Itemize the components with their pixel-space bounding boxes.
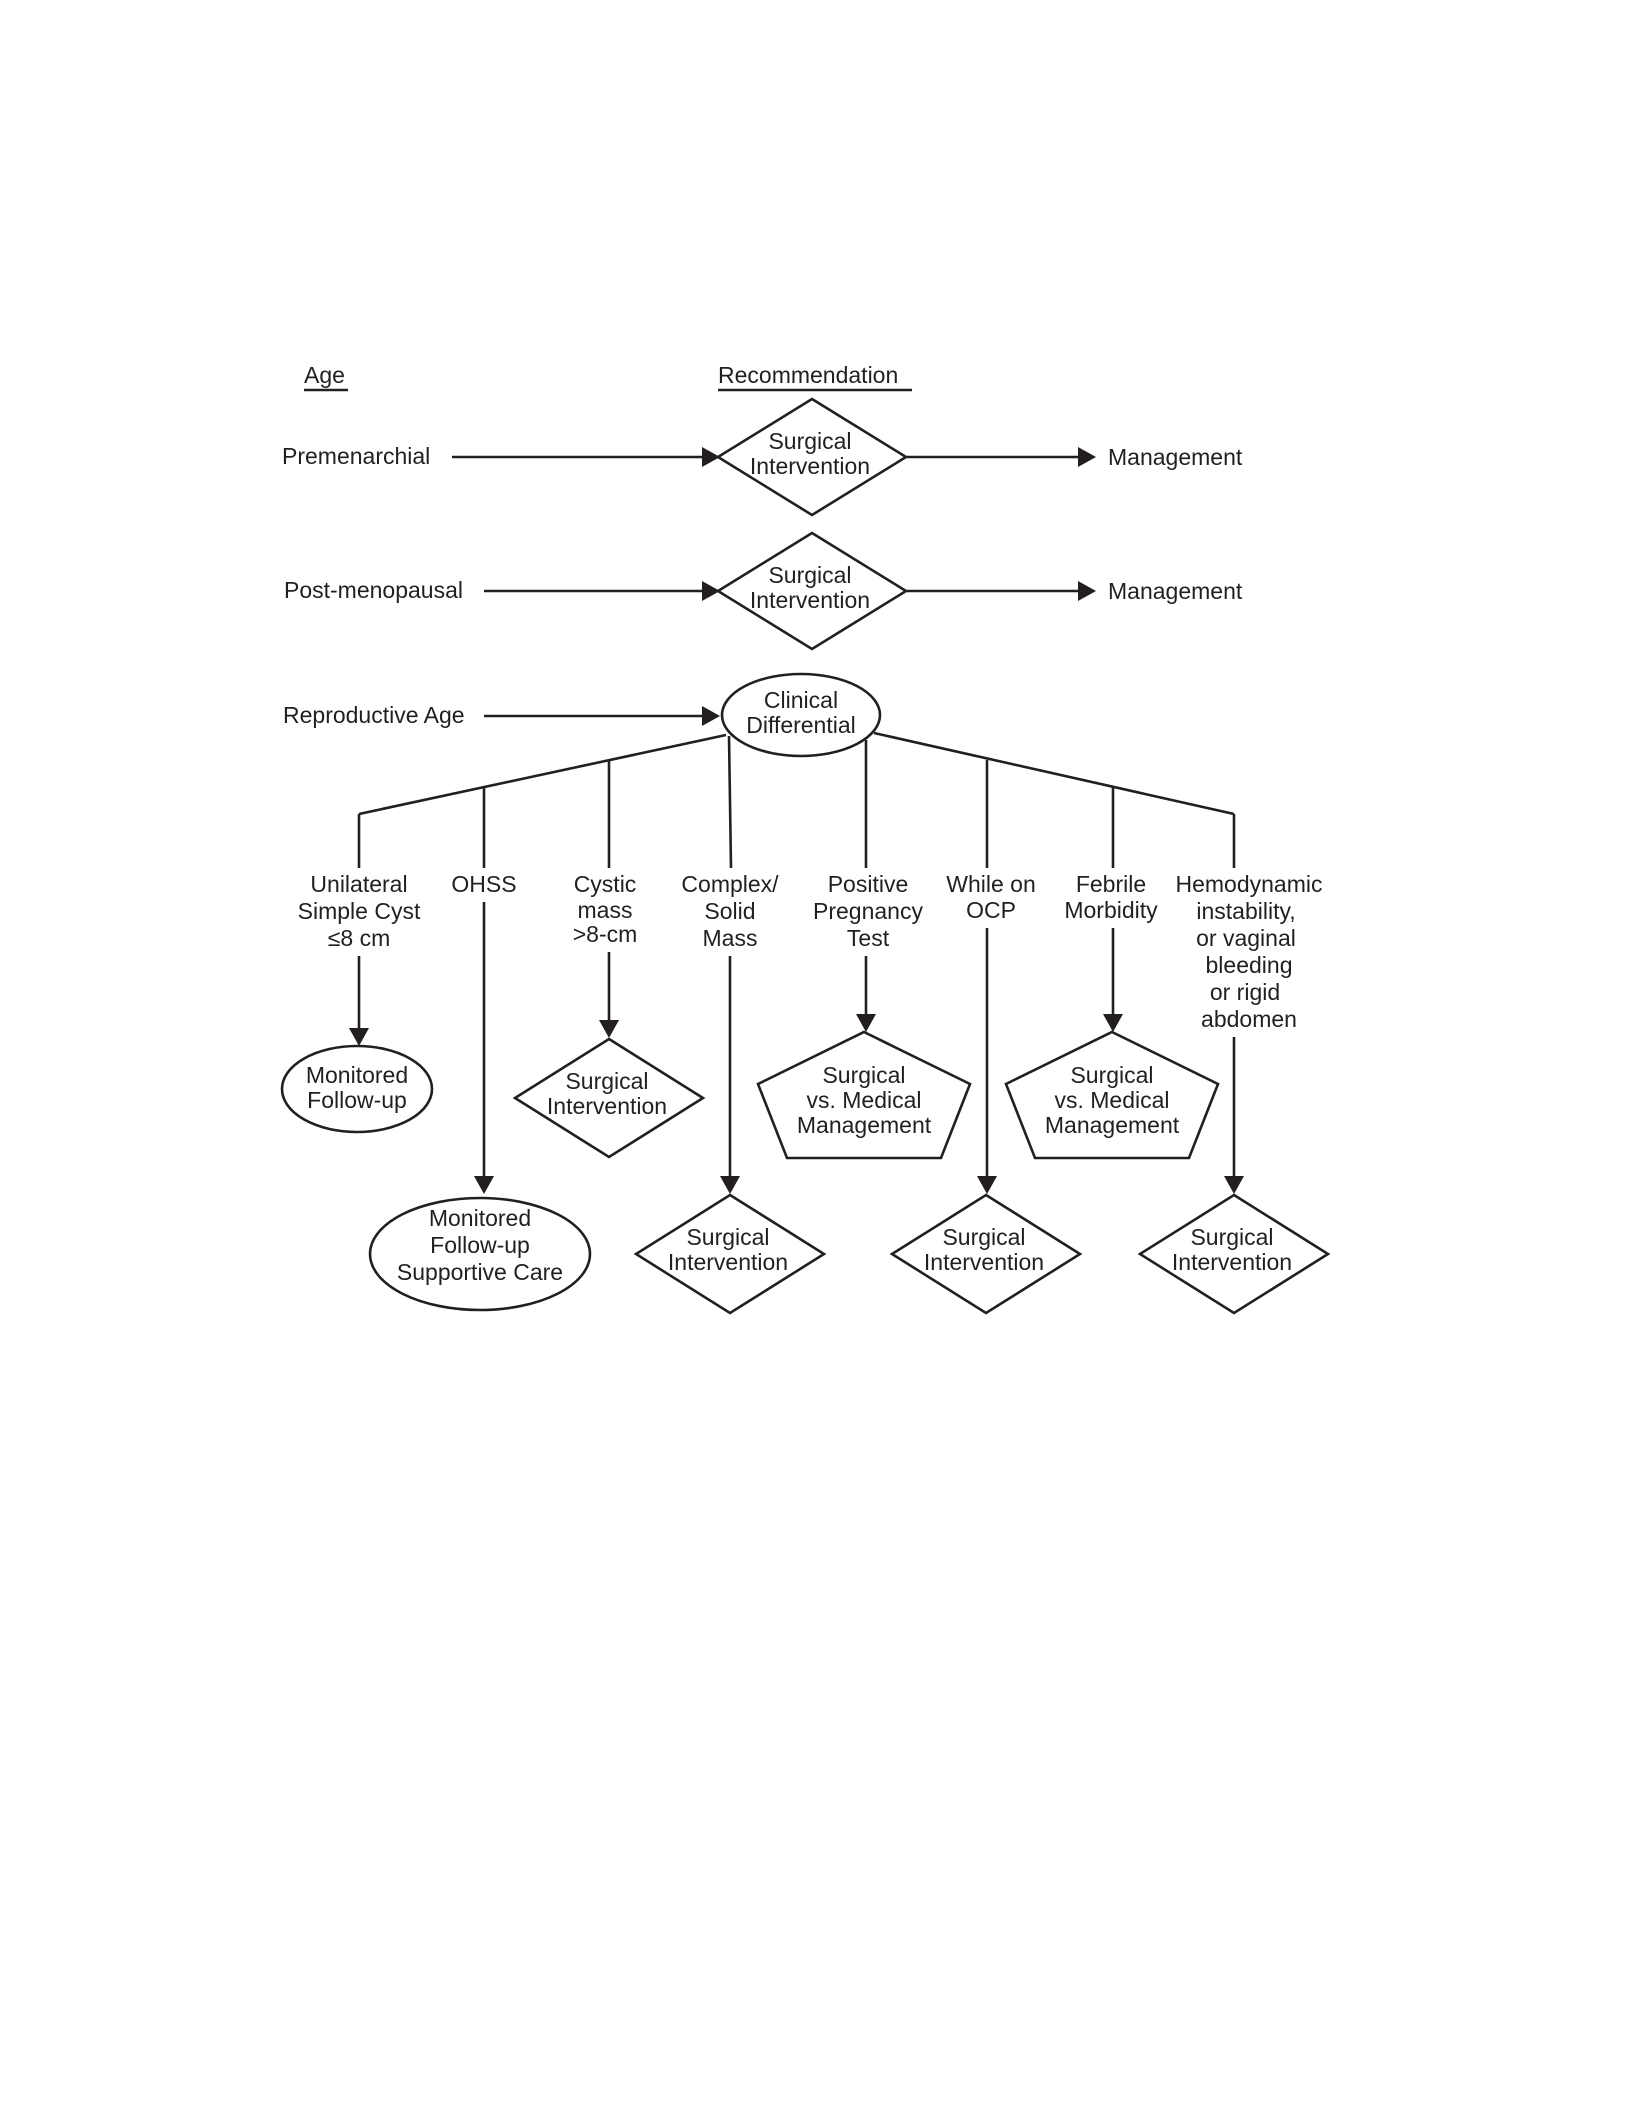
condition-ohss: OHSS <box>451 871 516 897</box>
arrowhead <box>977 1176 997 1194</box>
condition-cystic-line1: Cystic <box>574 871 637 897</box>
condition-complex-line1: Complex/ <box>681 871 779 897</box>
arrowhead <box>474 1176 494 1194</box>
age-post-menopausal: Post-menopausal <box>284 577 463 603</box>
result-surgical-intervention-diamond-complex <box>633 1193 827 1315</box>
arrowhead <box>349 1028 369 1046</box>
result-complex-line2: Intervention <box>668 1249 788 1275</box>
arrowhead <box>1078 447 1096 467</box>
condition-hemodynamic-line4: bleeding <box>1206 952 1293 978</box>
condition-cystic-line3: >8-cm <box>573 921 638 947</box>
condition-hemodynamic-line6: abdomen <box>1201 1006 1297 1032</box>
result-ohss-line1: Monitored <box>429 1205 531 1231</box>
clinical-differential-line1: Clinical <box>764 687 838 713</box>
age-premenarchial: Premenarchial <box>282 443 430 469</box>
recommendation-header: Recommendation <box>718 362 898 388</box>
condition-febrile-line1: Febrile <box>1076 871 1146 897</box>
arrowhead <box>1224 1176 1244 1194</box>
result-ocp-line2: Intervention <box>924 1249 1044 1275</box>
arrowhead <box>720 1176 740 1194</box>
arrowhead <box>1103 1014 1123 1032</box>
result-surgical-vs-medical-pentagon-febrile <box>1004 1030 1220 1160</box>
recommendation-label-post-menopausal-line2: Intervention <box>750 587 870 613</box>
age-reproductive: Reproductive Age <box>283 702 465 728</box>
condition-hemodynamic-line3: or vaginal <box>1196 925 1296 951</box>
recommendation-diamond-post-menopausal <box>715 531 909 651</box>
result-pregnancy-line1: Surgical <box>822 1062 905 1088</box>
result-surgical-vs-medical-pentagon-pregnancy <box>756 1030 972 1160</box>
age-header: Age <box>304 362 345 388</box>
condition-unilateral-line3: ≤8 cm <box>328 925 390 951</box>
result-surgical-intervention-diamond-cystic <box>512 1037 706 1159</box>
condition-febrile-line2: Morbidity <box>1064 897 1158 923</box>
result-surgical-intervention-diamond-hemodynamic <box>1137 1193 1331 1315</box>
condition-unilateral-line1: Unilateral <box>310 871 407 897</box>
arrowhead <box>702 447 720 467</box>
outcome-management-1: Management <box>1108 444 1243 470</box>
recommendation-label-premenarchial-line1: Surgical <box>768 428 851 454</box>
condition-pregnancy-line2: Pregnancy <box>813 898 923 924</box>
condition-ocp-line2: OCP <box>966 897 1016 923</box>
branch-connector-left <box>358 733 727 816</box>
result-febrile-line2: vs. Medical <box>1054 1087 1169 1113</box>
arrowhead <box>1078 581 1096 601</box>
recommendation-label-post-menopausal-line1: Surgical <box>768 562 851 588</box>
condition-pregnancy-line3: Test <box>847 925 890 951</box>
result-supportive-care-ellipse <box>368 1196 592 1312</box>
clinical-differential-line2: Differential <box>746 712 856 738</box>
result-ohss-line3: Supportive Care <box>397 1259 563 1285</box>
result-pregnancy-line3: Management <box>797 1112 932 1138</box>
arrowhead <box>702 706 720 726</box>
condition-ocp-line1: While on <box>946 871 1035 897</box>
condition-complex-line3: Mass <box>703 925 758 951</box>
condition-complex-line2: Solid <box>704 898 755 924</box>
result-unilateral-line2: Follow-up <box>307 1087 407 1113</box>
result-ocp-line1: Surgical <box>942 1224 1025 1250</box>
condition-hemodynamic-line5: or rigid <box>1210 979 1280 1005</box>
result-ohss-line2: Follow-up <box>430 1232 530 1258</box>
outcome-management-2: Management <box>1108 578 1243 604</box>
condition-hemodynamic-line1: Hemodynamic <box>1176 871 1323 897</box>
result-cystic-line1: Surgical <box>565 1068 648 1094</box>
condition-hemodynamic-line2: instability, <box>1196 898 1295 924</box>
condition-unilateral-line2: Simple Cyst <box>298 898 421 924</box>
condition-cystic-line2: mass <box>578 897 633 923</box>
recommendation-label-premenarchial-line2: Intervention <box>750 453 870 479</box>
result-complex-line1: Surgical <box>686 1224 769 1250</box>
result-febrile-line1: Surgical <box>1070 1062 1153 1088</box>
branch-connector-right <box>873 731 1235 816</box>
recommendation-diamond-premenarchial <box>715 397 909 517</box>
arrowhead <box>856 1014 876 1032</box>
result-hemodynamic-line2: Intervention <box>1172 1249 1292 1275</box>
result-cystic-line2: Intervention <box>547 1093 667 1119</box>
result-monitored-follow-up-ellipse <box>280 1044 434 1134</box>
result-surgical-intervention-diamond-ocp <box>889 1193 1083 1315</box>
branch-stem-complex-mass <box>727 735 733 869</box>
result-unilateral-line1: Monitored <box>306 1062 408 1088</box>
result-febrile-line3: Management <box>1045 1112 1180 1138</box>
condition-pregnancy-line1: Positive <box>828 871 909 897</box>
clinical-differential-ellipse <box>720 672 882 758</box>
result-pregnancy-line2: vs. Medical <box>806 1087 921 1113</box>
result-hemodynamic-line1: Surgical <box>1190 1224 1273 1250</box>
arrowhead <box>702 581 720 601</box>
arrowhead <box>599 1020 619 1038</box>
